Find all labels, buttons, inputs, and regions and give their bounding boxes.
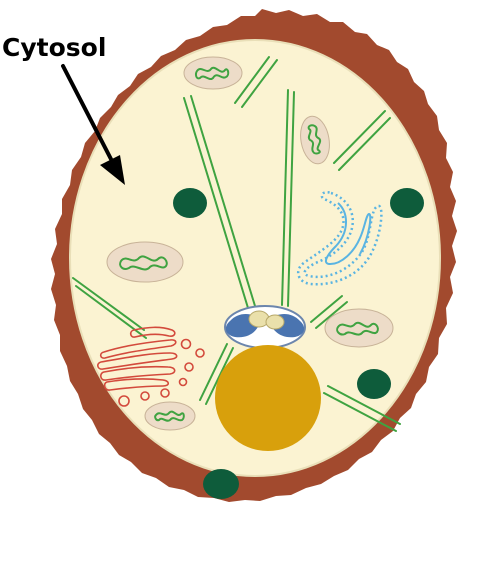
arrow-head xyxy=(100,155,125,185)
microtubule-line xyxy=(323,392,397,432)
chloroplast-inner xyxy=(119,255,168,271)
er-vesicle xyxy=(180,338,192,350)
nucleus xyxy=(215,345,321,451)
golgi-inner xyxy=(325,202,372,266)
er-vesicle xyxy=(195,348,205,358)
microtubule-line xyxy=(333,110,386,164)
chloroplast-outer xyxy=(183,56,243,90)
centrosome xyxy=(224,305,306,349)
er-vesicle xyxy=(118,395,130,407)
chloroplast xyxy=(144,401,196,431)
er-vesicle xyxy=(160,388,170,398)
chloroplast xyxy=(106,241,184,283)
microtubule-line xyxy=(338,117,391,171)
er-loop xyxy=(100,365,176,381)
microtubule-line xyxy=(310,295,343,323)
chloroplast-inner xyxy=(195,66,230,80)
cytosol-label: Cytosol xyxy=(2,33,106,62)
chloroplast xyxy=(183,56,243,90)
microtubule-line xyxy=(327,385,401,425)
golgi-apparatus xyxy=(296,191,383,286)
er-vesicle xyxy=(178,377,188,387)
chloroplast-inner xyxy=(154,410,185,422)
golgi-outline xyxy=(296,191,383,286)
er-loop xyxy=(103,378,170,391)
ribosome xyxy=(357,369,391,399)
er-loop xyxy=(99,339,177,359)
microtubule-line xyxy=(234,56,270,104)
er-loop xyxy=(97,352,178,370)
arrow-shaft xyxy=(61,64,115,165)
chloroplast-inner xyxy=(307,124,322,155)
chloroplasts xyxy=(106,56,394,431)
centriole xyxy=(248,310,270,328)
er-vesicle xyxy=(184,362,194,372)
ribosome xyxy=(390,188,424,218)
chloroplast-inner xyxy=(336,321,379,336)
microtubule-line xyxy=(205,347,234,405)
chloroplast xyxy=(300,115,330,165)
microtubule-line xyxy=(72,277,145,331)
arrow-icon xyxy=(61,64,125,185)
endoplasmic-reticulum xyxy=(97,326,205,407)
chloroplast-outer xyxy=(106,241,184,283)
er-vesicle xyxy=(140,391,150,401)
microtubule-line xyxy=(190,95,256,307)
microtubule-line xyxy=(199,343,228,401)
microtubule-line xyxy=(241,59,278,108)
microtubule-line xyxy=(315,301,348,329)
chloroplast xyxy=(324,308,394,348)
chloroplast-outer xyxy=(324,308,394,348)
microtubule-line xyxy=(281,89,289,306)
er-loop xyxy=(129,326,176,338)
ribosomes xyxy=(173,188,424,499)
microtubule-line xyxy=(287,91,295,307)
ribosome xyxy=(173,188,207,218)
microtubule-line xyxy=(183,97,249,309)
centriole xyxy=(265,314,285,330)
chloroplast-outer xyxy=(144,401,196,431)
microtubules xyxy=(72,56,401,432)
ribosome xyxy=(203,469,239,499)
